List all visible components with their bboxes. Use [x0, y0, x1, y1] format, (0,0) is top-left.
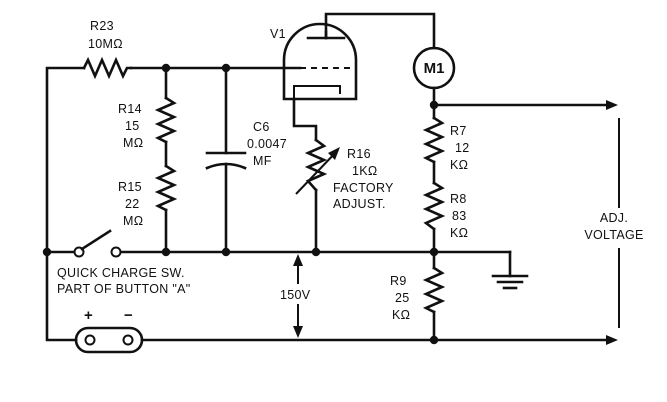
- resistor-r7: [422, 116, 446, 164]
- m1-name-label: M1: [424, 60, 445, 77]
- wire-bottom-left: [45, 250, 78, 342]
- r23-value-label: 10MΩ: [88, 37, 123, 51]
- adj-voltage-label-line1: ADJ.: [600, 211, 628, 225]
- output-arrow-bottom: [606, 335, 618, 345]
- tube-cathode: [293, 85, 341, 99]
- r16-value-label: 1KΩ: [352, 164, 378, 178]
- wire-cathode-to-r16: [292, 97, 318, 142]
- r7-name-label: R7: [450, 124, 467, 138]
- switch-label-line1: QUICK CHARGE SW.: [57, 266, 185, 280]
- r16-name-label: R16: [347, 147, 371, 161]
- voltage-arrow-down: [293, 326, 303, 338]
- voltage-150v-indicator: [293, 254, 303, 338]
- resistor-r14: [154, 96, 178, 144]
- r8-name-label: R8: [450, 192, 467, 206]
- battery-minus-label: −: [124, 307, 133, 324]
- resistor-r15: [154, 164, 178, 212]
- v1-name-label: V1: [270, 27, 286, 41]
- r16-adjust-arrow: [295, 147, 340, 195]
- ground-symbol: [491, 274, 529, 290]
- r8-unit-label: KΩ: [450, 226, 468, 240]
- r16-note-line2: ADJUST.: [333, 197, 386, 211]
- r9-unit-label: KΩ: [392, 308, 410, 322]
- supply-voltage-label: 150V: [280, 288, 311, 302]
- wire-plate-to-meter: [324, 12, 436, 50]
- switch-label-line2: PART OF BUTTON "A": [57, 282, 191, 296]
- c6-value-label: 0.0047: [247, 137, 287, 151]
- adj-voltage-label-line2: VOLTAGE: [584, 228, 643, 242]
- resistor-r23: [82, 56, 133, 80]
- r9-name-label: R9: [390, 274, 407, 288]
- capacitor-c6: [205, 151, 247, 170]
- resistor-r8: [422, 181, 446, 231]
- r15-unit-label: MΩ: [123, 214, 143, 228]
- r7-value-label: 12: [455, 141, 470, 155]
- vacuum-tube-v1: [282, 22, 358, 101]
- resistor-r16: [304, 138, 328, 192]
- r7-unit-label: KΩ: [450, 158, 468, 172]
- r16-note-line1: FACTORY: [333, 181, 394, 195]
- r9-value-label: 25: [395, 291, 410, 305]
- battery-cell: [74, 326, 144, 354]
- r15-value-label: 22: [125, 197, 140, 211]
- r15-name-label: R15: [118, 180, 142, 194]
- battery-plus-label: +: [84, 307, 93, 324]
- output-arrow-top: [606, 100, 618, 110]
- meter-m1: [412, 46, 456, 90]
- wire-top-left: [45, 66, 86, 254]
- output-arrows: [606, 100, 620, 345]
- c6-name-label: C6: [253, 120, 270, 134]
- resistor-r9: [422, 266, 446, 314]
- r23-name-label: R23: [90, 19, 114, 33]
- voltage-arrow-up: [293, 254, 303, 266]
- r8-value-label: 83: [452, 209, 467, 223]
- c6-unit-label: MF: [253, 154, 272, 168]
- quick-charge-switch[interactable]: [73, 229, 122, 258]
- r14-value-label: 15: [125, 119, 140, 133]
- r14-name-label: R14: [118, 102, 142, 116]
- r14-unit-label: MΩ: [123, 136, 143, 150]
- junction-dots: [42, 63, 439, 345]
